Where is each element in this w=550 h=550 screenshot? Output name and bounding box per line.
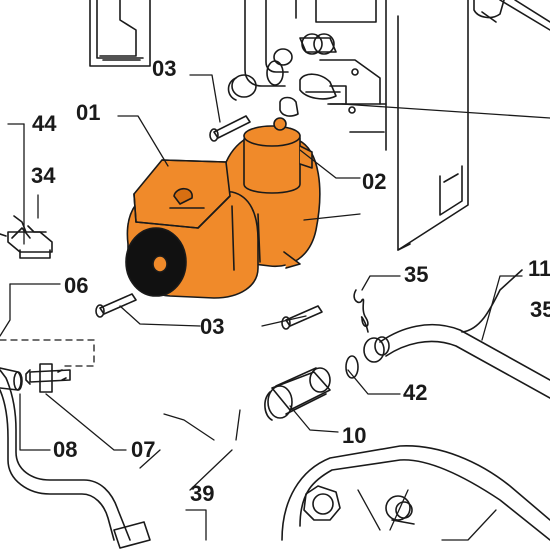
part-label-34: 34 xyxy=(31,163,56,188)
part-label-02: 02 xyxy=(362,169,387,194)
part-label-07: 07 xyxy=(131,437,156,462)
part-label-39: 39 xyxy=(190,481,215,506)
frame-panel xyxy=(315,0,469,251)
part-label-42: 42 xyxy=(403,380,428,405)
drain-valve xyxy=(25,363,71,393)
bolts xyxy=(95,115,323,330)
lower-pipe-fittings xyxy=(303,485,415,525)
top-right-fitting xyxy=(473,0,550,31)
circulation-pump xyxy=(125,117,321,299)
left-pipe xyxy=(0,367,151,549)
sealing-ring xyxy=(353,289,369,333)
part-label-10: 10 xyxy=(342,423,367,448)
part-label-08: 08 xyxy=(53,437,78,462)
part-label-44: 44 xyxy=(32,111,57,136)
part-label-11: 11 xyxy=(528,256,550,281)
part-label-03-bottom: 03 xyxy=(200,314,225,339)
part-label-06: 06 xyxy=(64,273,89,298)
union-nut xyxy=(264,355,359,421)
upper-pipe-assembly xyxy=(227,0,347,117)
mounting-bracket xyxy=(89,0,151,67)
part-label-35-edge: 35 xyxy=(530,297,550,322)
leader-lines xyxy=(0,74,550,541)
part-label-01: 01 xyxy=(76,100,101,125)
part-label-35: 35 xyxy=(404,262,429,287)
pump-clip xyxy=(0,215,53,259)
part-label-03-top: 03 xyxy=(152,56,177,81)
long-pipe xyxy=(281,269,550,541)
